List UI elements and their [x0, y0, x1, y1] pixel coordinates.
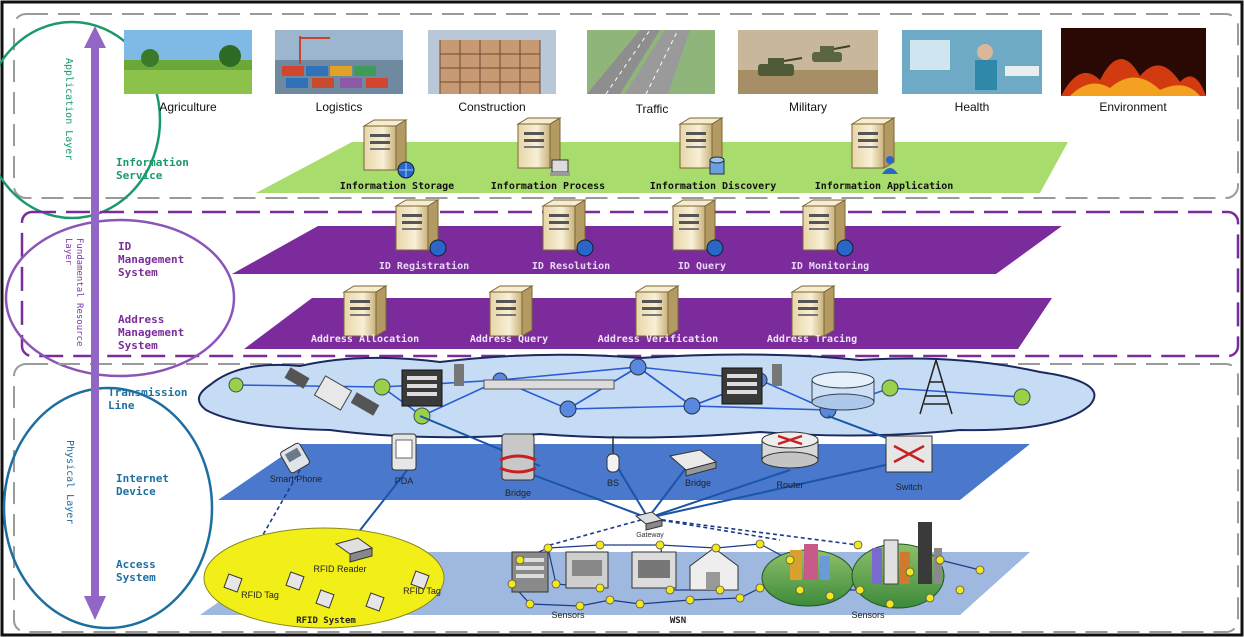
app-label-logistics: Logistics: [315, 100, 363, 114]
physical-layer-box: [13, 363, 1239, 633]
pda-label: PDA: [394, 476, 414, 486]
globe-icon: [706, 239, 724, 257]
smart-phone-label: Smart Phone: [269, 474, 323, 484]
address-query-label: Address Query: [469, 334, 549, 345]
id-management-plane: [232, 226, 1062, 274]
fundamental-layer-box: [20, 210, 1240, 358]
database-icon: [709, 156, 725, 175]
rfid-reader-label: RFID Reader: [313, 564, 367, 574]
bridge-device-icon: [668, 449, 718, 477]
smart-phone-icon: [280, 442, 310, 474]
city-buildings: [790, 522, 942, 585]
bridge-device-icon: [499, 433, 537, 481]
app-label-health: Health: [954, 100, 990, 114]
cable-icon: [483, 379, 615, 390]
computer-icon: [550, 159, 570, 176]
traffic-thumbnail: [587, 29, 715, 95]
address-allocation-label: Address Allocation: [310, 334, 420, 345]
application-layer-box: [13, 13, 1239, 199]
military-thumbnail: [738, 30, 878, 94]
information-application-label: Information Application: [814, 181, 954, 192]
gateway-icon: [634, 511, 664, 531]
id-monitoring-label: ID Monitoring: [790, 261, 870, 272]
environment-thumbnail: [1061, 28, 1206, 96]
health-thumbnail: [902, 30, 1042, 94]
data-center-icon: [401, 364, 464, 407]
information-storage-label: Information Storage: [339, 181, 455, 192]
sensors-label: Sensors: [551, 610, 585, 620]
construction-thumbnail: [428, 30, 556, 94]
rfid-tags: [223, 570, 430, 612]
physical-layer-label: Physical Layer: [64, 440, 75, 525]
fundamental-layer-label: Fundamental Resource Layer: [63, 238, 84, 347]
information-service-label: Information Service: [116, 156, 189, 182]
fundamental-layer-ellipse: [4, 218, 236, 378]
agriculture-thumbnail: [124, 30, 252, 94]
switch-icon: [885, 435, 933, 473]
base-station-icon: [606, 436, 620, 473]
logistics-thumbnail: [275, 30, 403, 94]
application-layer-label: Application Layer: [63, 58, 74, 161]
app-thumbnails: [124, 28, 1206, 96]
cloud-nodes: [228, 358, 1031, 425]
storage-disk-icon: [811, 371, 875, 411]
user-icon: [882, 156, 898, 174]
router-label: Router: [776, 480, 804, 490]
antenna-tower-icon: [919, 359, 953, 415]
bridge-label: Bridge: [684, 478, 712, 488]
gateway-label: Gateway: [636, 532, 664, 539]
app-label-environment: Environment: [1099, 100, 1167, 114]
pda-icon: [391, 433, 417, 471]
bs-label: BS: [606, 478, 620, 488]
rfid-tag-label: RFID Tag: [241, 590, 279, 600]
router-icon: [761, 431, 819, 469]
globe-icon: [397, 161, 415, 179]
bridge-label: Bridge: [504, 488, 532, 498]
address-tracing-label: Address Tracing: [766, 334, 858, 345]
transmission-line-label: Transmission Line: [108, 386, 188, 412]
satellite-icon: [284, 367, 380, 416]
internet-device-plane: [218, 444, 1030, 500]
wsn-label: WSN: [669, 616, 687, 626]
application-layer-ellipse: [0, 20, 162, 220]
sensors-label: Sensors: [851, 610, 885, 620]
globe-icon: [836, 239, 854, 257]
id-query-label: ID Query: [677, 261, 727, 272]
layer-arrow: [84, 26, 106, 620]
globe-icon: [429, 239, 447, 257]
information-process-label: Information Process: [490, 181, 606, 192]
rfid-system-label: RFID System: [296, 616, 356, 626]
access-system-label: Access System: [116, 558, 156, 584]
id-resolution-label: ID Resolution: [531, 261, 611, 272]
address-management-label: Address Management System: [118, 313, 185, 352]
app-label-agriculture: Agriculture: [159, 100, 217, 114]
switch-label: Switch: [895, 482, 923, 492]
data-center-icon: [721, 364, 782, 405]
physical-layer-ellipse: [2, 386, 214, 630]
rfid-system-area: [203, 527, 445, 629]
address-verification-label: Address Verification: [597, 334, 719, 345]
globe-icon: [576, 239, 594, 257]
app-label-military: Military: [789, 100, 827, 114]
id-registration-label: ID Registration: [378, 261, 470, 272]
information-discovery-label: Information Discovery: [649, 181, 777, 192]
rfid-reader-icon: [334, 537, 374, 563]
app-label-construction: Construction: [458, 100, 526, 114]
rfid-tag-label: RFID Tag: [403, 586, 441, 596]
app-label-traffic: Traffic: [635, 102, 669, 116]
wsn-buildings: [511, 547, 739, 593]
id-management-label: ID Management System: [118, 240, 185, 279]
internet-device-label: Internet Device: [116, 472, 169, 498]
